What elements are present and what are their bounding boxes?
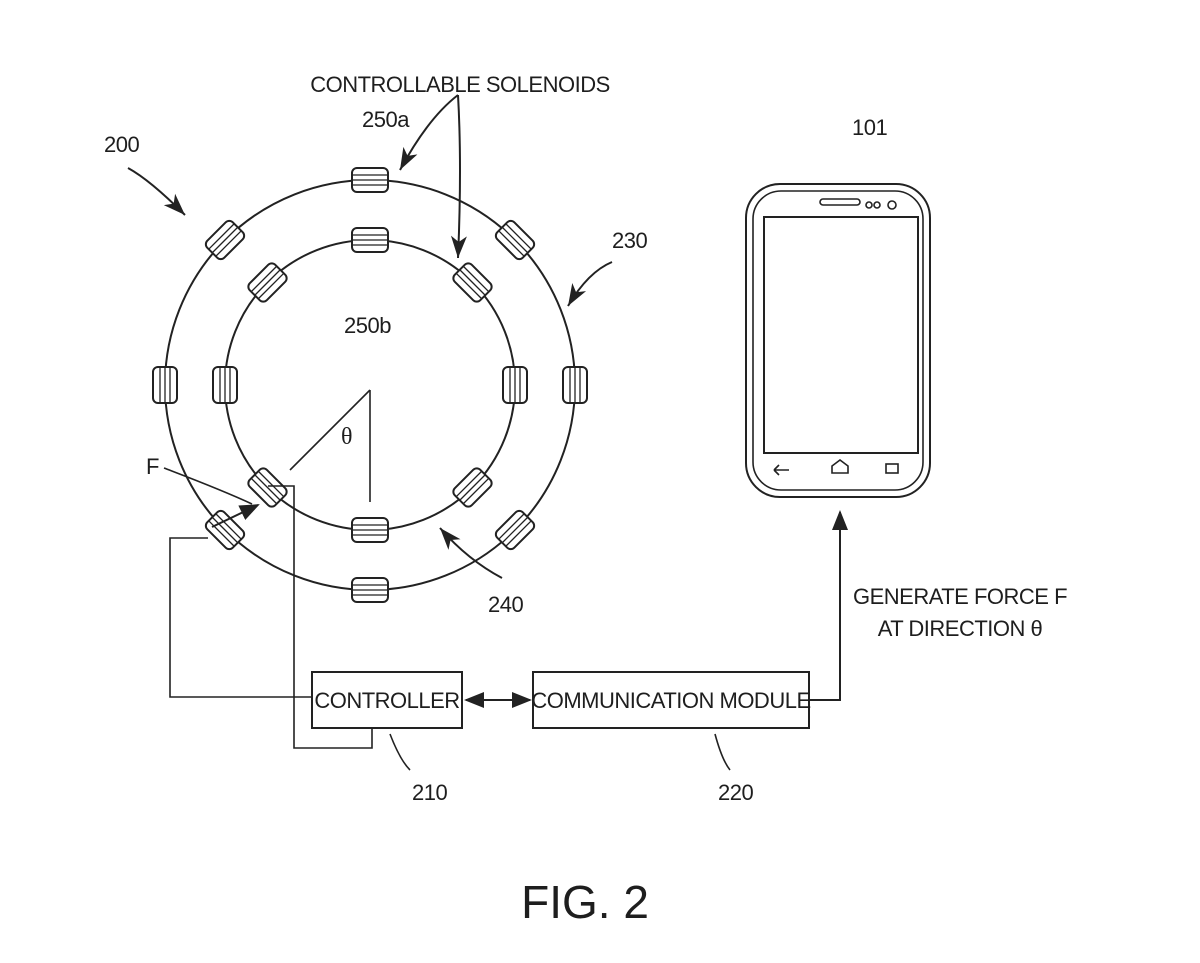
ref-250b: 250b [344, 313, 391, 338]
controller-label: CONTROLLER [314, 688, 459, 713]
controllable-solenoids-label: CONTROLLABLE SOLENOIDS [310, 72, 610, 97]
solenoid [212, 366, 238, 404]
reference-numerals: 200 230 240 250a 250b 101 210 220 [104, 107, 888, 805]
phone-sensor-icon [865, 201, 873, 209]
force-leader-line [163, 467, 253, 505]
solenoid [204, 509, 246, 551]
signal-label-line2: AT DIRECTION θ [878, 616, 1043, 641]
communication-module: COMMUNICATION MODULE [531, 671, 811, 729]
angle-label: θ [341, 424, 353, 450]
menu-key-icon [885, 463, 899, 474]
solenoid [494, 509, 536, 551]
force-indicator: F [146, 454, 260, 528]
solenoid [247, 262, 288, 303]
phone-body [745, 183, 931, 498]
solenoid [351, 517, 389, 543]
solenoid [351, 227, 389, 253]
solenoid [452, 262, 493, 303]
signal-label-line1: GENERATE FORCE F [853, 584, 1067, 609]
ref-230: 230 [612, 228, 647, 253]
ref-101: 101 [852, 115, 887, 140]
controller: CONTROLLER [311, 671, 463, 729]
inner-solenoids [212, 227, 528, 543]
phone-camera-icon [887, 200, 897, 210]
phone-body-inner [752, 190, 924, 491]
solenoid-ring-assembly [152, 167, 588, 603]
ref-210: 210 [412, 780, 447, 805]
ref-240: 240 [488, 592, 523, 617]
ref-220: 220 [718, 780, 753, 805]
solenoid [247, 467, 288, 508]
solenoid [351, 577, 389, 603]
signal-line [809, 510, 848, 701]
controller-box [311, 671, 463, 729]
phone-speaker [819, 198, 861, 206]
home-key-icon [831, 459, 849, 474]
back-key-icon [773, 464, 789, 476]
outer-solenoids [152, 167, 588, 603]
phone-screen [763, 216, 919, 454]
solenoid [494, 219, 536, 261]
ref-200: 200 [104, 132, 139, 157]
figure-caption: FIG. 2 [521, 876, 649, 928]
communication-module-label: COMMUNICATION MODULE [531, 688, 810, 713]
solenoid [152, 366, 178, 404]
phone-sensor-icon [873, 201, 881, 209]
reference-pointers [127, 94, 731, 771]
controller-wiring [169, 485, 373, 749]
angle-indicator: θ [289, 389, 371, 502]
force-arrow [211, 504, 260, 528]
ref-250a: 250a [362, 107, 410, 132]
solenoid [502, 366, 528, 404]
solenoid [204, 219, 246, 261]
solenoid [452, 467, 493, 508]
solenoid [351, 167, 389, 193]
smartphone [745, 183, 931, 498]
solenoid [562, 366, 588, 404]
force-label: F [146, 454, 159, 479]
